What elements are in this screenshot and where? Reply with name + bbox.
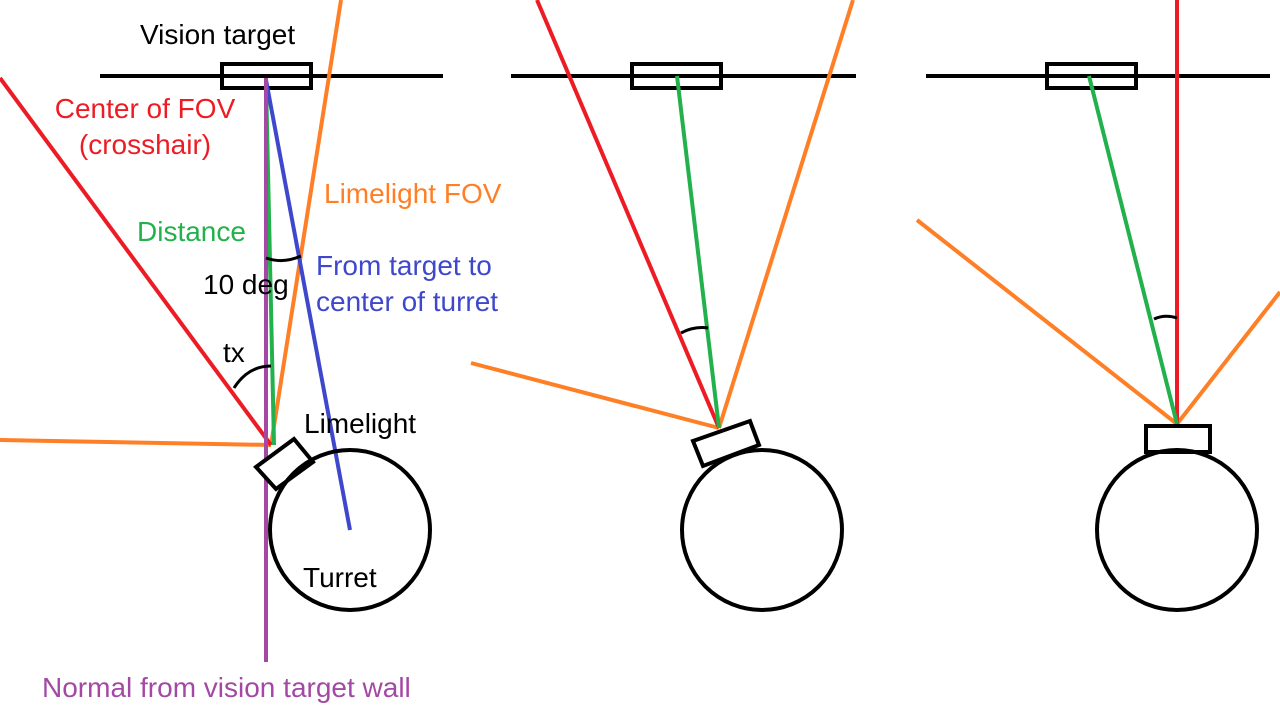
panel-2	[470, 0, 856, 612]
turret-circle	[680, 448, 844, 612]
center-of-fov-label-line2: (crosshair)	[78, 129, 212, 160]
turret-circle	[268, 448, 432, 612]
limelight-label: Limelight	[304, 408, 417, 439]
angle-arc	[680, 326, 709, 335]
angle-arc	[1153, 314, 1178, 321]
from-target-label-line2: center of turret	[316, 286, 499, 317]
fov-edge-right	[1175, 290, 1280, 426]
limelight-camera	[253, 436, 316, 492]
panel-3	[915, 0, 1280, 612]
center-of-fov-line	[0, 76, 273, 447]
fov-edge-right	[717, 0, 855, 429]
tx-label: tx	[223, 337, 245, 368]
fov-edge-left	[470, 361, 720, 430]
ten-deg-label: 10 deg	[203, 269, 289, 300]
vision-target-label: Vision target	[140, 19, 296, 50]
center-of-fov-line	[535, 0, 721, 429]
normal-label: Normal from vision target wall	[42, 672, 411, 703]
fov-edge-right	[269, 0, 343, 446]
limelight-fov-label: Limelight FOV	[324, 178, 502, 209]
fov-edge-left	[0, 438, 272, 447]
tx-arc	[232, 364, 272, 389]
from-target-label-line1: From target to	[316, 250, 492, 281]
distance-line	[675, 75, 721, 429]
target-to-turret-line	[264, 79, 352, 531]
limelight-camera	[690, 418, 762, 469]
center-of-fov-label-line1: Center of FOV	[54, 93, 236, 124]
turret-label: Turret	[303, 562, 377, 593]
limelight-camera	[1144, 424, 1212, 454]
distance-line	[1087, 75, 1179, 425]
panel-1	[0, 0, 443, 662]
ten-deg-arc	[265, 254, 302, 263]
fov-edge-left	[915, 218, 1179, 426]
distance-label: Distance	[137, 216, 246, 247]
turret-circle	[1095, 448, 1259, 612]
